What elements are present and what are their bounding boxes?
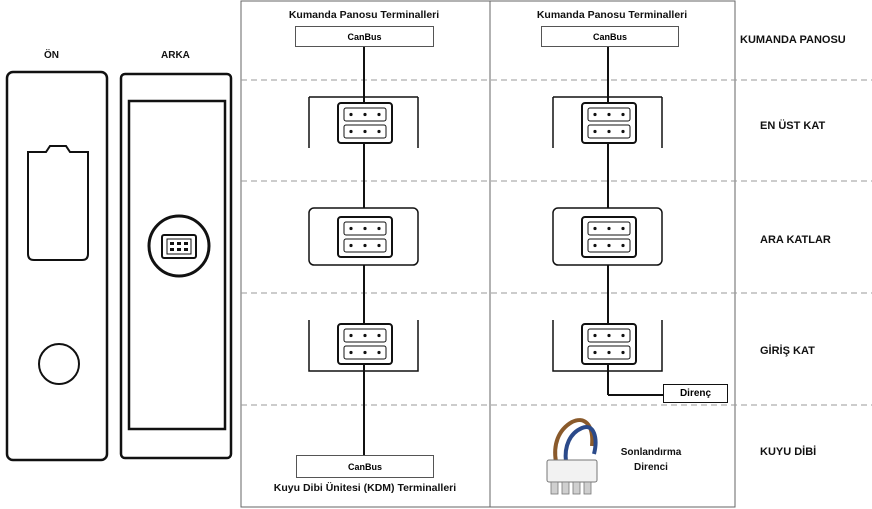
right-terminal-giris-kat	[552, 320, 663, 372]
button-icon	[38, 343, 80, 385]
level-kuyu-dibi: KUYU DİBİ	[760, 446, 817, 458]
left-bottom-canbus-box: CanBus	[296, 455, 434, 478]
back-device	[119, 72, 233, 460]
left-terminal-ara-katlar	[308, 207, 419, 266]
left-bottom-canbus-label: CanBus	[347, 461, 382, 472]
level-en-ust-kat: EN ÜST KAT	[760, 120, 826, 132]
left-terminal-giris-kat	[308, 320, 419, 372]
display-window	[27, 145, 89, 261]
front-title: ÖN	[44, 50, 59, 61]
right-top-canbus-box: CanBus	[541, 26, 679, 47]
left-top-title: Kumanda Panosu Terminalleri	[288, 9, 440, 21]
termination-line1: Sonlandırma	[620, 447, 682, 458]
left-terminal-en-ust-kat	[308, 96, 419, 148]
right-terminal-en-ust-kat	[552, 96, 663, 148]
termination-resistor-icon	[546, 418, 598, 495]
level-kumanda-panosu: KUMANDA PANOSU	[740, 34, 846, 46]
termination-line2: Direnci	[634, 462, 668, 473]
right-top-title: Kumanda Panosu Terminalleri	[536, 9, 688, 21]
front-device	[5, 70, 109, 462]
resistor-box: Direnç	[663, 384, 728, 403]
left-top-canbus-label: CanBus	[347, 31, 382, 42]
right-top-canbus-label: CanBus	[592, 31, 627, 42]
resistor-label: Direnç	[679, 388, 712, 399]
right-panel-frame	[489, 0, 736, 508]
level-ara-katlar: ARA KATLAR	[760, 234, 831, 246]
right-terminal-ara-katlar	[552, 207, 663, 266]
back-title: ARKA	[161, 50, 190, 61]
left-bottom-title: Kuyu Dibi Ünitesi (KDM) Terminalleri	[273, 482, 457, 494]
left-top-canbus-box: CanBus	[295, 26, 434, 47]
level-giris-kat: GİRİŞ KAT	[760, 345, 815, 357]
terminal-pins	[349, 112, 625, 355]
level-separators	[241, 79, 872, 406]
